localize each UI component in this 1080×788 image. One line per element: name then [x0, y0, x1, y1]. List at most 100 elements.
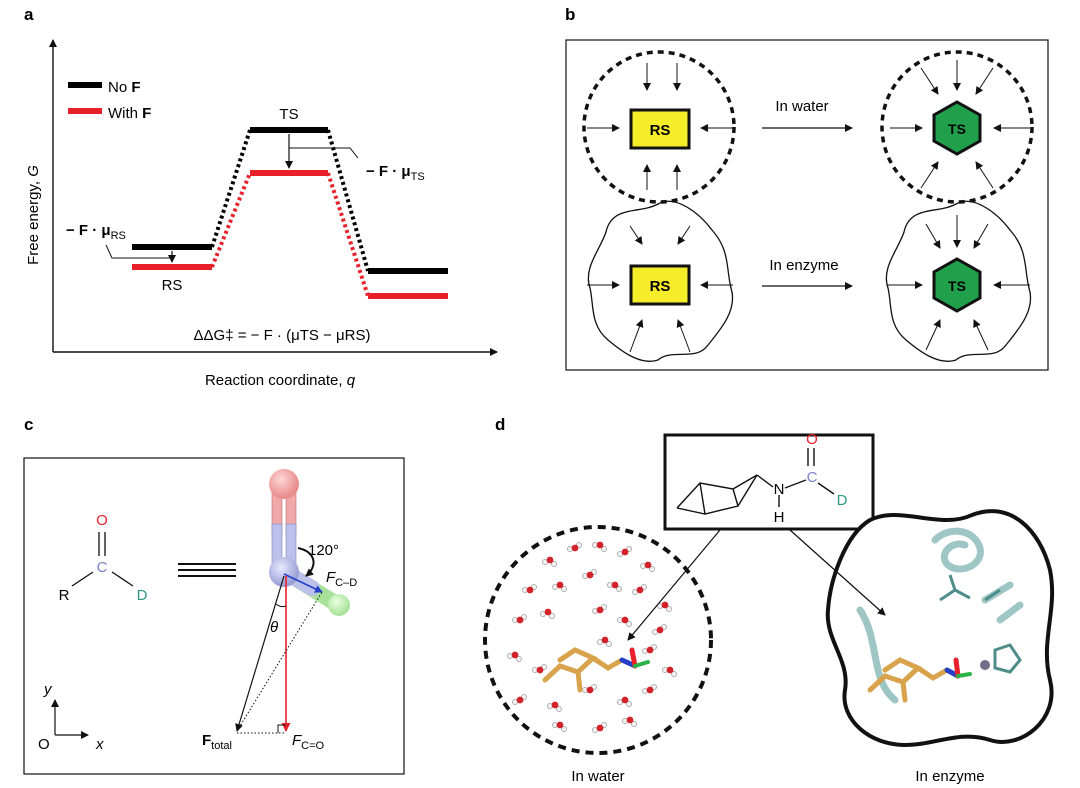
axis-y-label: y — [43, 681, 53, 698]
right-angle-mark — [277, 724, 286, 733]
y-axis-label: Free energy, G — [25, 165, 42, 265]
water-molecule — [592, 541, 607, 552]
water-molecule — [540, 608, 555, 619]
carbon-ball — [269, 557, 299, 587]
atom-r: R — [59, 587, 70, 604]
water-molecule — [622, 716, 637, 727]
oxygen-ball — [269, 469, 299, 499]
atom-c: C — [97, 559, 108, 576]
water-molecule — [512, 694, 527, 705]
water-molecule — [642, 644, 657, 654]
atom-d: D — [137, 587, 148, 604]
panel-d: d O C N H D — [483, 415, 1055, 785]
enzyme-caption: In enzyme — [915, 768, 984, 785]
legend-no-f: No F — [108, 79, 141, 96]
water-caption: In water — [571, 768, 624, 785]
profile-no-field — [132, 127, 448, 274]
panel-c-letter: c — [24, 415, 33, 434]
water-molecule — [607, 581, 622, 592]
arrow-to-enzyme — [789, 529, 886, 616]
ts-shift-leader — [289, 147, 359, 159]
ts-text-enzyme: TS — [948, 278, 966, 294]
cyclohexyl-formamide — [676, 448, 835, 515]
mol-o: O — [806, 431, 818, 448]
ts-hexagon-water — [932, 100, 982, 156]
angle-arc — [297, 547, 315, 577]
mol-h: H — [774, 509, 785, 526]
water-molecule — [507, 651, 522, 662]
axis-origin-label: O — [38, 736, 50, 753]
panel-d-letter: d — [495, 415, 505, 434]
profile-with-field — [132, 170, 448, 299]
rs-shift-label: − F · μRS — [66, 222, 126, 242]
coordinate-axes: y x O — [38, 681, 104, 753]
water-molecule — [532, 664, 547, 674]
rs-shift-leader — [105, 244, 172, 259]
water-sphere — [483, 525, 713, 755]
f-total-vector — [235, 575, 285, 732]
arrow-to-water — [627, 529, 721, 641]
mol-d: D — [837, 492, 848, 509]
rs-box-water — [629, 108, 691, 150]
equation: ΔΔG‡ = − F · (μTS − μRS) — [194, 327, 371, 344]
water-molecule — [582, 569, 597, 579]
rs-level-black — [132, 244, 212, 250]
water-molecule — [542, 556, 557, 567]
metal-ion — [980, 660, 990, 670]
ts-level-red — [250, 170, 328, 176]
x-axis-label: Reaction coordinate, q — [205, 372, 356, 389]
water-molecule — [547, 701, 562, 712]
atom-o: O — [96, 512, 108, 529]
enzyme-pocket — [825, 509, 1055, 748]
panel-b: b RS TS — [565, 5, 1049, 371]
ts-shift-label: − F · μTS — [366, 163, 425, 183]
rs-label: RS — [162, 277, 183, 294]
water-molecule — [552, 721, 567, 732]
water-molecule — [552, 581, 567, 592]
angle-label: 120° — [308, 542, 339, 559]
panel-a: a Free energy, G Reaction coordinate, q … — [24, 5, 498, 389]
legend: No F With F — [68, 79, 151, 122]
ball-stick-model — [269, 469, 350, 616]
water-molecule — [640, 561, 655, 572]
water-molecule — [522, 584, 537, 594]
water-molecule — [582, 684, 597, 694]
water-molecule — [652, 624, 667, 635]
legend-swatch-black — [68, 82, 102, 88]
water-molecule — [567, 542, 582, 552]
f-co-label: FC=O — [292, 732, 325, 752]
legend-with-f: With F — [108, 105, 151, 122]
rs-in-water: RS — [582, 50, 736, 204]
rs-in-enzyme: RS — [587, 200, 734, 362]
water-molecules — [507, 541, 677, 733]
f-cd-vector — [283, 573, 323, 593]
f-cd-label: FC–D — [326, 569, 357, 589]
water-molecule — [512, 614, 527, 624]
protein-sidechains — [939, 574, 1022, 674]
ps-level-red — [368, 293, 448, 299]
rs-text-water: RS — [650, 122, 671, 139]
theta-label: θ — [270, 619, 278, 636]
in-water-label: In water — [775, 98, 828, 115]
legend-swatch-red — [68, 108, 102, 114]
panel-c: c O C R D — [23, 415, 405, 775]
projection-dotted-diagonal — [236, 591, 323, 732]
panel-a-letter: a — [24, 5, 34, 24]
rs-text-enzyme: RS — [650, 278, 671, 295]
axis-x-label: x — [95, 736, 104, 753]
ts-in-enzyme: TS — [885, 200, 1032, 362]
rs-level-red — [132, 264, 212, 270]
water-molecule — [662, 666, 677, 677]
rs-box-enzyme — [629, 264, 691, 306]
panel-b-letter: b — [565, 5, 575, 24]
ligand-in-water — [542, 647, 650, 693]
molecule-box — [663, 433, 875, 531]
mol-n: N — [774, 481, 785, 498]
water-molecule — [632, 584, 647, 595]
ts-hexagon-enzyme — [932, 257, 982, 313]
ligand-in-enzyme — [867, 657, 972, 703]
in-enzyme-label: In enzyme — [769, 257, 838, 274]
equivalence-sign — [178, 563, 236, 577]
mol-c: C — [807, 469, 818, 486]
